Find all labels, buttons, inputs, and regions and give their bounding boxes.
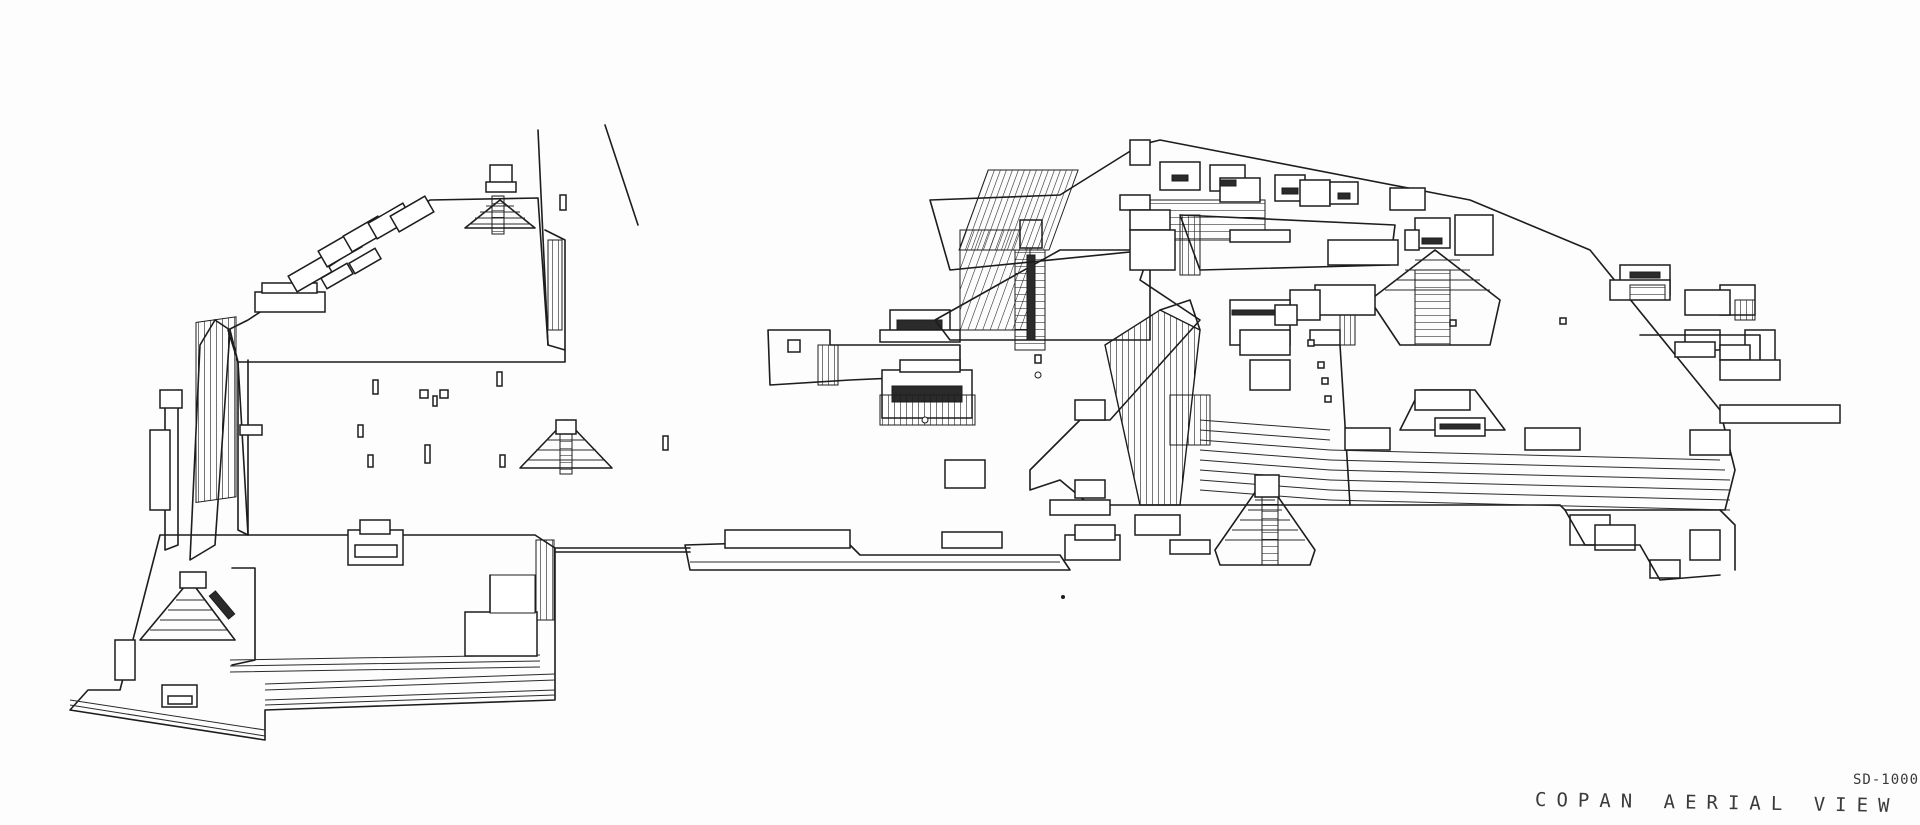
- southwest-temple: [139, 571, 236, 641]
- west-plaza-group: [227, 124, 639, 536]
- sheet-number: SD-1000: [1853, 772, 1920, 788]
- southwest-platform: [69, 519, 556, 741]
- temple-near-plaza: [879, 309, 976, 426]
- south-pyramid: [1214, 474, 1316, 566]
- southern-terraces: [1049, 344, 1731, 561]
- great-plaza: [149, 316, 669, 561]
- causeway: [554, 459, 1071, 571]
- stelae: [357, 371, 669, 468]
- central-court-temple: [1399, 389, 1506, 437]
- plaza-markers: [921, 317, 1567, 599]
- east-court-temple: [1229, 214, 1501, 391]
- north-range-buildings: [254, 195, 435, 313]
- north-temples: [1119, 139, 1426, 271]
- acropolis-complex: [767, 139, 1841, 599]
- west-temple-pyramid: [464, 164, 536, 235]
- east-annex: [1564, 264, 1841, 581]
- radial-pyramid: [519, 419, 613, 475]
- south-ballcourt-temple: [347, 519, 404, 566]
